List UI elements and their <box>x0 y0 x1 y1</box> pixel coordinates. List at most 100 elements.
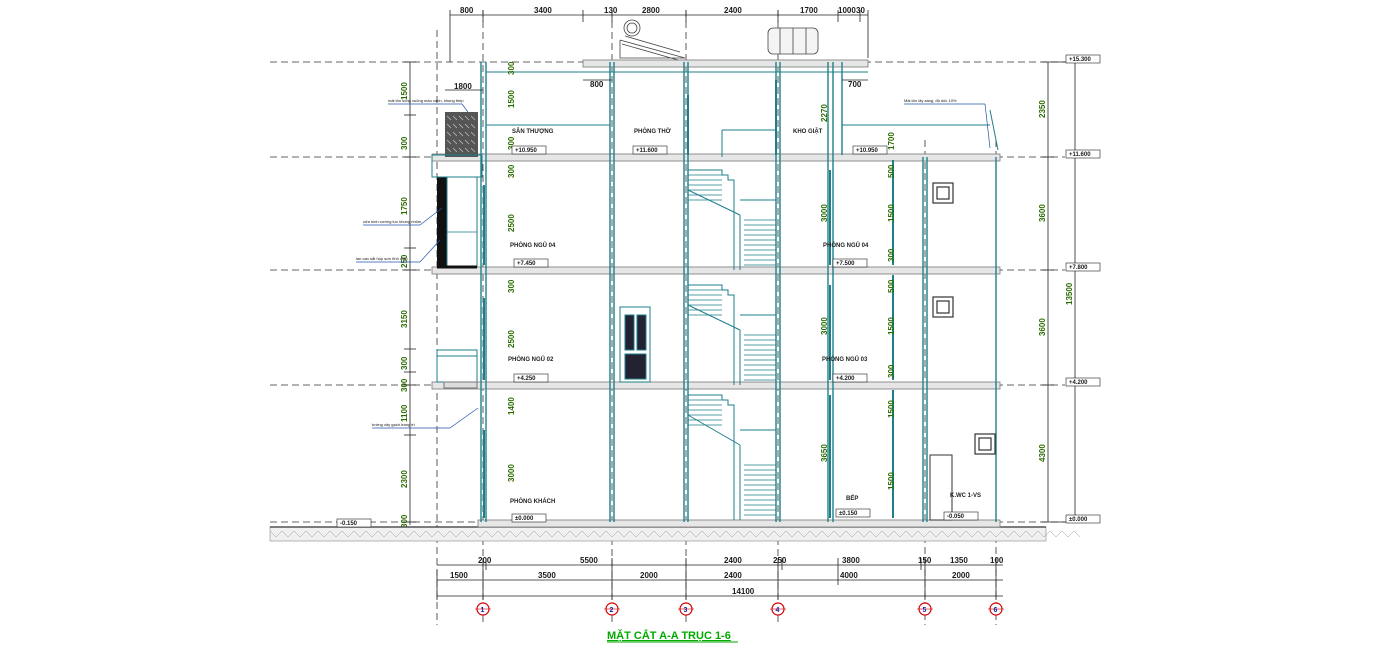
room-phong-tho: PHÒNG THỜ <box>634 127 672 135</box>
left-vdim-6: 300 <box>400 356 409 370</box>
bottom-dim-r1-5: 3800 <box>842 556 860 565</box>
inner-vdim-2: 1500 <box>507 90 516 108</box>
level-box <box>832 373 868 383</box>
top-dim-2: 3400 <box>534 6 552 15</box>
right-vdim-texts: 2350 3600 3600 4300 13500 <box>1038 100 1074 462</box>
inner-vdim-r12: 1500 <box>887 400 896 418</box>
room-ngu3: PHÒNG NGỦ 03 <box>822 355 868 363</box>
top-dimension-chain <box>449 10 869 62</box>
bottom-dim-r1-4: 250 <box>773 556 787 565</box>
top-dim-5: 2400 <box>724 6 742 15</box>
inner-dim-1800: 1800 <box>454 82 472 91</box>
inner-top-dim-2: 700 <box>848 80 862 89</box>
axis-bubble-2: 2 <box>604 602 620 616</box>
left-vdim-7: 300 <box>400 378 409 392</box>
level-roof: +11.600 <box>1069 152 1091 158</box>
inner-vdim-5: 2500 <box>507 214 516 232</box>
room-labels: SÂN THƯỢNG PHÒNG THỜ KHO GIẶT PHÒNG NGỦ … <box>508 127 981 505</box>
inner-vdim-r6: 500 <box>887 164 896 178</box>
level-f3: +7.800 <box>1069 265 1088 271</box>
bottom-dim-r1-2: 5500 <box>580 556 598 565</box>
right-vdim-2: 3600 <box>1038 204 1047 222</box>
total-dim: 14100 <box>732 587 755 596</box>
level-roof-mid: +11.600 <box>636 148 658 154</box>
left-vdim-texts: 1500 300 1750 250 3150 300 300 1100 2300… <box>400 82 409 528</box>
level-box <box>632 145 668 155</box>
inner-vdim-r7: 1500 <box>887 204 896 222</box>
top-dim-1: 800 <box>460 6 474 15</box>
level-f2-r: +4.200 <box>836 376 855 382</box>
bottom-dim-r2-4: 2400 <box>724 571 742 580</box>
left-vdim-4: 250 <box>400 254 409 268</box>
note-1: mái tôn sóng vuông màu xanh, khung thép <box>388 98 464 103</box>
staircase <box>687 129 776 520</box>
solar-water-heater-icon <box>619 19 686 61</box>
inner-vdim-9: 3000 <box>507 464 516 482</box>
axis-bubbles: 1 2 3 4 5 6 <box>475 602 1004 616</box>
top-dim-4: 2800 <box>642 6 660 15</box>
bottom-dim-r2-6: 2000 <box>952 571 970 580</box>
bottom-dim-r2-3: 2000 <box>640 571 658 580</box>
level-box <box>1065 514 1101 524</box>
axis-label-3: 3 <box>684 607 688 614</box>
axis-bubble-4: 4 <box>770 602 786 616</box>
level-box <box>1065 262 1101 272</box>
bottom-dim-r2-5: 4000 <box>840 571 858 580</box>
left-vdim-10: 300 <box>400 514 409 528</box>
axis-bubble-3: 3 <box>678 602 694 616</box>
left-vdim-5: 3150 <box>400 310 409 328</box>
left-vdim-1: 1500 <box>400 82 409 100</box>
floor-slabs <box>431 59 1001 528</box>
inner-vdim-r2: 1700 <box>887 132 896 150</box>
level-roof-l: +10.950 <box>515 148 538 154</box>
level-box <box>943 511 979 521</box>
top-dim-8: 30 <box>856 6 865 15</box>
inner-vdim-8: 1400 <box>507 397 516 415</box>
right-dimension-chain <box>1042 61 1080 523</box>
top-dim-6: 1700 <box>800 6 818 15</box>
room-ngu4b: PHÒNG NGỦ 04 <box>823 241 869 249</box>
inner-vdim-r9: 500 <box>887 279 896 293</box>
left-vdim-8: 1100 <box>400 404 409 422</box>
inner-vdim-r1: 2270 <box>820 104 829 122</box>
bottom-dim-r1-7: 1350 <box>950 556 968 565</box>
note-5: tường xây gạch trang trí <box>372 422 416 427</box>
top-dim-7: 1000 <box>838 6 856 15</box>
inner-level-labels: +10.950 +11.600 +10.950 +7.450 +7.500 +4… <box>336 145 979 528</box>
level-box <box>1065 149 1101 159</box>
level-outside: -0.150 <box>340 521 358 527</box>
right-level-marks: +15.300 +11.600 +7.800 +4.200 ±0.000 <box>1065 54 1101 524</box>
level-f2-l: +4.250 <box>517 376 536 382</box>
left-vdim-2: 300 <box>400 136 409 150</box>
axis-label-2: 2 <box>610 607 614 614</box>
note-leader <box>419 239 441 263</box>
level-box <box>1065 377 1101 387</box>
top-dim-3: 130 <box>604 6 618 15</box>
bottom-dim-r2-1: 1500 <box>450 571 468 580</box>
annotation-notes: mái tôn sóng vuông màu xanh, khung thép … <box>356 98 991 429</box>
balcony-glass-door <box>437 176 478 269</box>
axis-label-1: 1 <box>481 607 485 614</box>
bottom-dim-r1-3: 2400 <box>724 556 742 565</box>
level-box <box>513 373 549 383</box>
inner-vdim-r8: 300 <box>887 248 896 262</box>
room-bep: BẾP <box>846 495 858 502</box>
overall-height-dim: 13500 <box>1065 282 1074 305</box>
left-vdim-9: 2300 <box>400 470 409 488</box>
bottom-dim-r1-8: 100 <box>990 556 1004 565</box>
inner-vdim-texts: 300 1500 300 300 2500 300 2500 1400 3000… <box>507 61 896 490</box>
level-roof-r: +10.950 <box>856 148 879 154</box>
note-2: Mái tôn lấy sáng, độ dốc 10% <box>904 98 957 103</box>
note-leader <box>461 103 469 113</box>
inner-vdim-r13: 1500 <box>887 472 896 490</box>
inner-vdim-r11: 300 <box>887 364 896 378</box>
level-box <box>832 258 868 268</box>
inner-vdim-4: 300 <box>507 164 516 178</box>
wc-door <box>929 454 953 521</box>
inner-vdim-7: 2500 <box>507 330 516 348</box>
left-dimension-chain <box>404 61 416 525</box>
room-khach: PHÒNG KHÁCH <box>510 497 555 505</box>
level-f3-l: +7.450 <box>517 261 536 267</box>
right-vdim-3: 3600 <box>1038 318 1047 336</box>
